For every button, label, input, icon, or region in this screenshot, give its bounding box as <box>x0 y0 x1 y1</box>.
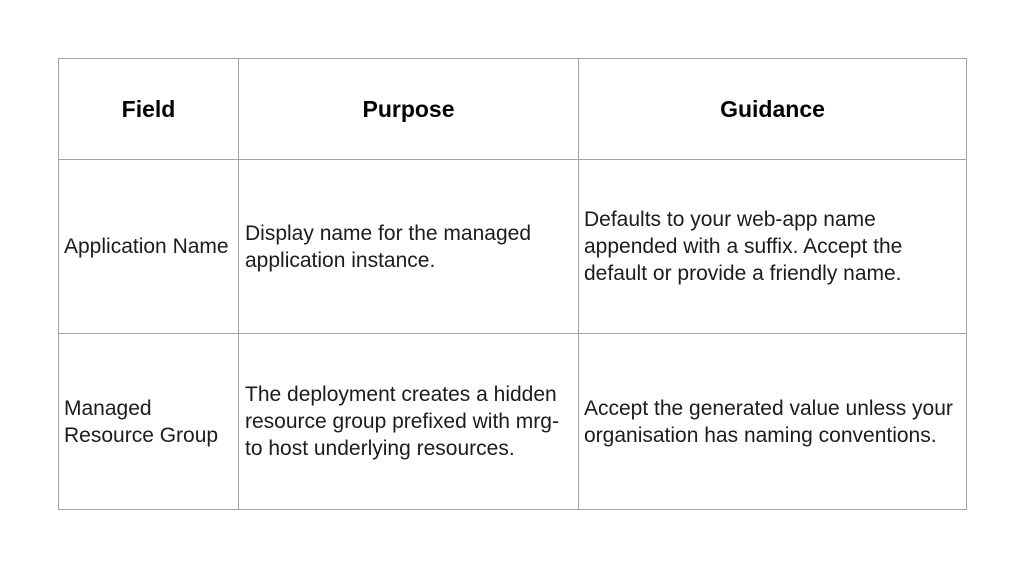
table-row: Managed Resource Group The deployment cr… <box>58 333 967 510</box>
cell-field-managed-resource-group: Managed Resource Group <box>58 333 239 510</box>
cell-guidance-application-name: Defaults to your web-app name appended w… <box>578 159 967 334</box>
field-guidance-table: Field Purpose Guidance Application Name … <box>58 58 967 510</box>
table-row: Application Name Display name for the ma… <box>58 159 967 334</box>
column-header-purpose: Purpose <box>238 58 579 160</box>
cell-purpose-application-name: Display name for the managed application… <box>238 159 579 334</box>
column-header-guidance: Guidance <box>578 58 967 160</box>
table-body: Application Name Display name for the ma… <box>58 159 967 510</box>
header-row: Field Purpose Guidance <box>58 58 967 160</box>
cell-field-application-name: Application Name <box>58 159 239 334</box>
column-header-field: Field <box>58 58 239 160</box>
cell-guidance-managed-resource-group: Accept the generated value unless your o… <box>578 333 967 510</box>
cell-purpose-managed-resource-group: The deployment creates a hidden resource… <box>238 333 579 510</box>
table-header: Field Purpose Guidance <box>58 58 967 160</box>
